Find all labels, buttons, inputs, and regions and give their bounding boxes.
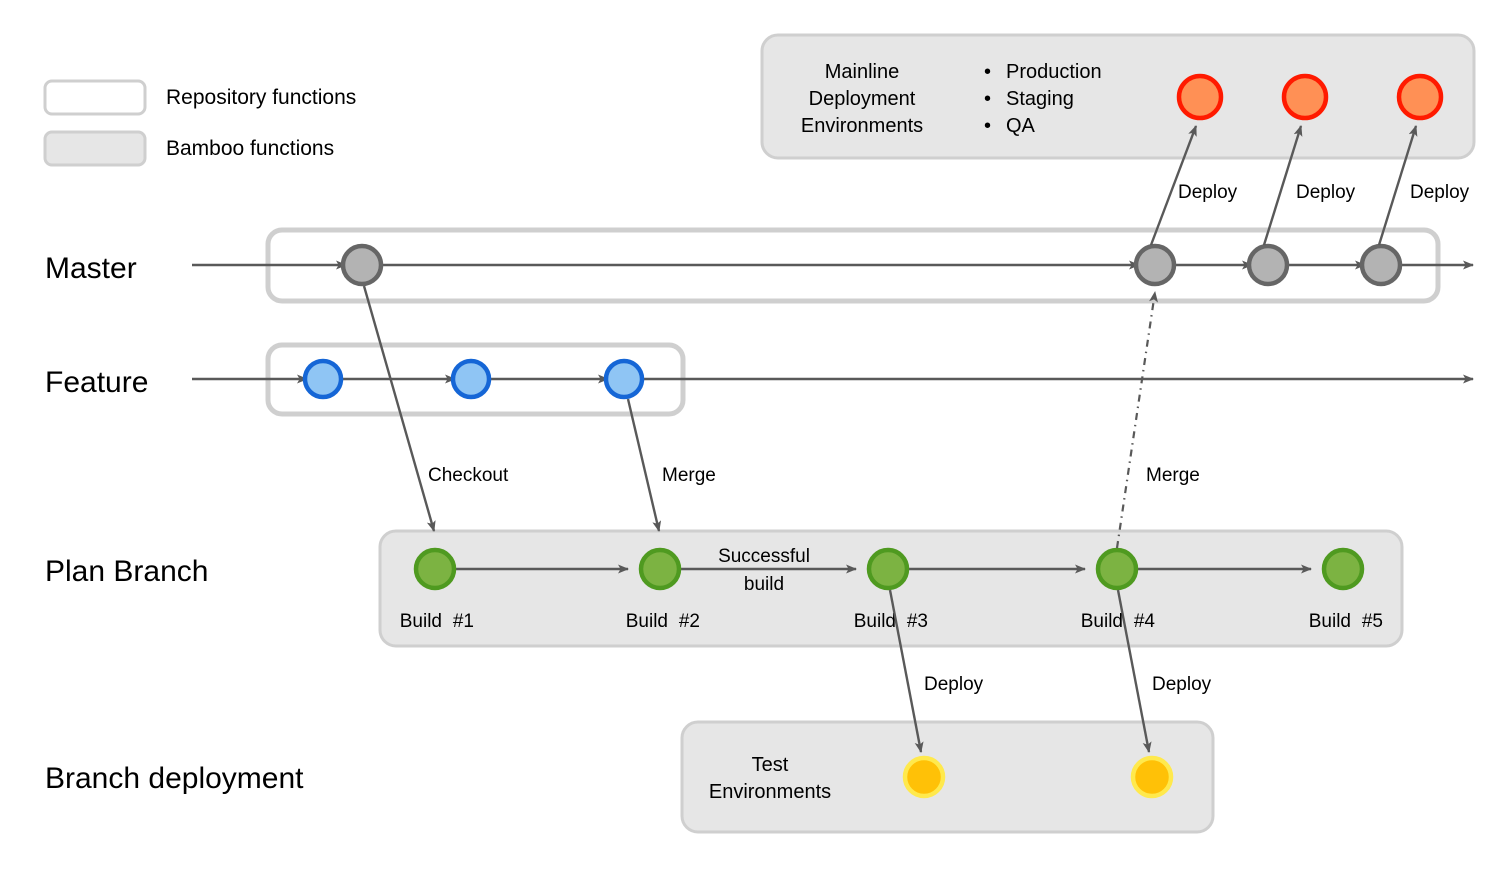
edge-label-deploy-env-1: Deploy [1178,182,1238,203]
row-label-feature: Feature [45,366,148,399]
edge-deploy-test-1 [888,589,924,753]
environment-node-production[interactable] [1176,73,1224,121]
build-label-2-number: #2 [679,611,700,632]
edge-deploy-env-3 [1377,125,1418,246]
build-captions: #1 Build #2 Build #3 Build #4 Build #5 B… [400,611,1383,632]
legend: Repository functions Bamboo functions [43,79,356,167]
edge-label-deploy-env-3: Deploy [1410,182,1470,203]
edge-deploy-env-2 [1262,125,1303,246]
row-label-plan-branch: Plan Branch [45,555,208,588]
bullet-glyph-production: • [984,61,991,83]
edge-label-merge-master: Merge [1146,465,1200,486]
legend-label-bamboo: Bamboo functions [166,137,334,160]
edge-merge-feature [626,398,662,532]
master-commit-node-2[interactable] [1133,243,1177,287]
test-title-line-1: Test [752,754,789,776]
build-label-3-name: Build [854,611,896,632]
mainline-deployment-environments-box: Mainline Deployment Environments • Produ… [760,33,1476,160]
mainline-bullet-qa: QA [1006,115,1036,137]
build-label-5-number: #5 [1362,611,1383,632]
master-commit-node-3[interactable] [1246,243,1290,287]
mainline-title-line-3: Environments [801,115,923,137]
feature-commit-node-1[interactable] [302,358,344,400]
edge-label-merge-feature: Merge [662,465,716,486]
edge-label-successful-build-line-1: Successful [718,546,810,567]
build-label-4-name: Build [1081,611,1123,632]
mainline-bullet-production: Production [1006,61,1102,83]
build-label-2-name: Build [626,611,668,632]
build-label-1-name: Build [400,611,442,632]
build-node-2[interactable] [638,547,682,591]
edge-deploy-env-1 [1149,125,1198,246]
legend-label-repository: Repository functions [166,86,356,109]
edge-label-deploy-env-2: Deploy [1296,182,1356,203]
environment-node-qa[interactable] [1396,73,1444,121]
bullet-glyph-qa: • [984,115,991,137]
edge-label-successful-build-line-2: build [744,574,784,595]
row-label-master: Master [45,252,137,285]
legend-swatch-repository [43,79,147,116]
legend-swatch-bamboo [43,130,147,167]
edge-deploy-test-2 [1116,589,1152,753]
test-environment-node-2[interactable] [1130,755,1174,799]
test-title-line-2: Environments [709,781,831,803]
mainline-title-line-1: Mainline [825,61,899,83]
edge-label-deploy-test-1: Deploy [924,674,984,695]
build-node-5[interactable] [1321,547,1365,591]
edge-checkout [362,285,436,532]
mainline-title-line-2: Deployment [809,88,916,110]
test-environment-node-1[interactable] [902,755,946,799]
mainline-bullet-staging: Staging [1006,88,1074,110]
edge-merge-master [1115,291,1158,549]
build-node-4[interactable] [1095,547,1139,591]
build-label-5-name: Build [1309,611,1351,632]
build-node-3[interactable] [866,547,910,591]
build-label-4-number: #4 [1134,611,1156,632]
build-node-1[interactable] [413,547,457,591]
bullet-glyph-staging: • [984,88,991,110]
environment-node-staging[interactable] [1281,73,1329,121]
feature-commit-node-2[interactable] [450,358,492,400]
feature-commit-node-3[interactable] [603,358,645,400]
edge-label-deploy-test-2: Deploy [1152,674,1212,695]
build-label-1-number: #1 [453,611,474,632]
test-environments-bamboo-box [680,720,1215,834]
row-label-branch-deployment: Branch deployment [45,762,304,795]
build-label-3-number: #3 [907,611,928,632]
master-commit-node-1[interactable] [340,243,384,287]
edge-label-checkout: Checkout [428,465,509,486]
master-commit-node-4[interactable] [1359,243,1403,287]
